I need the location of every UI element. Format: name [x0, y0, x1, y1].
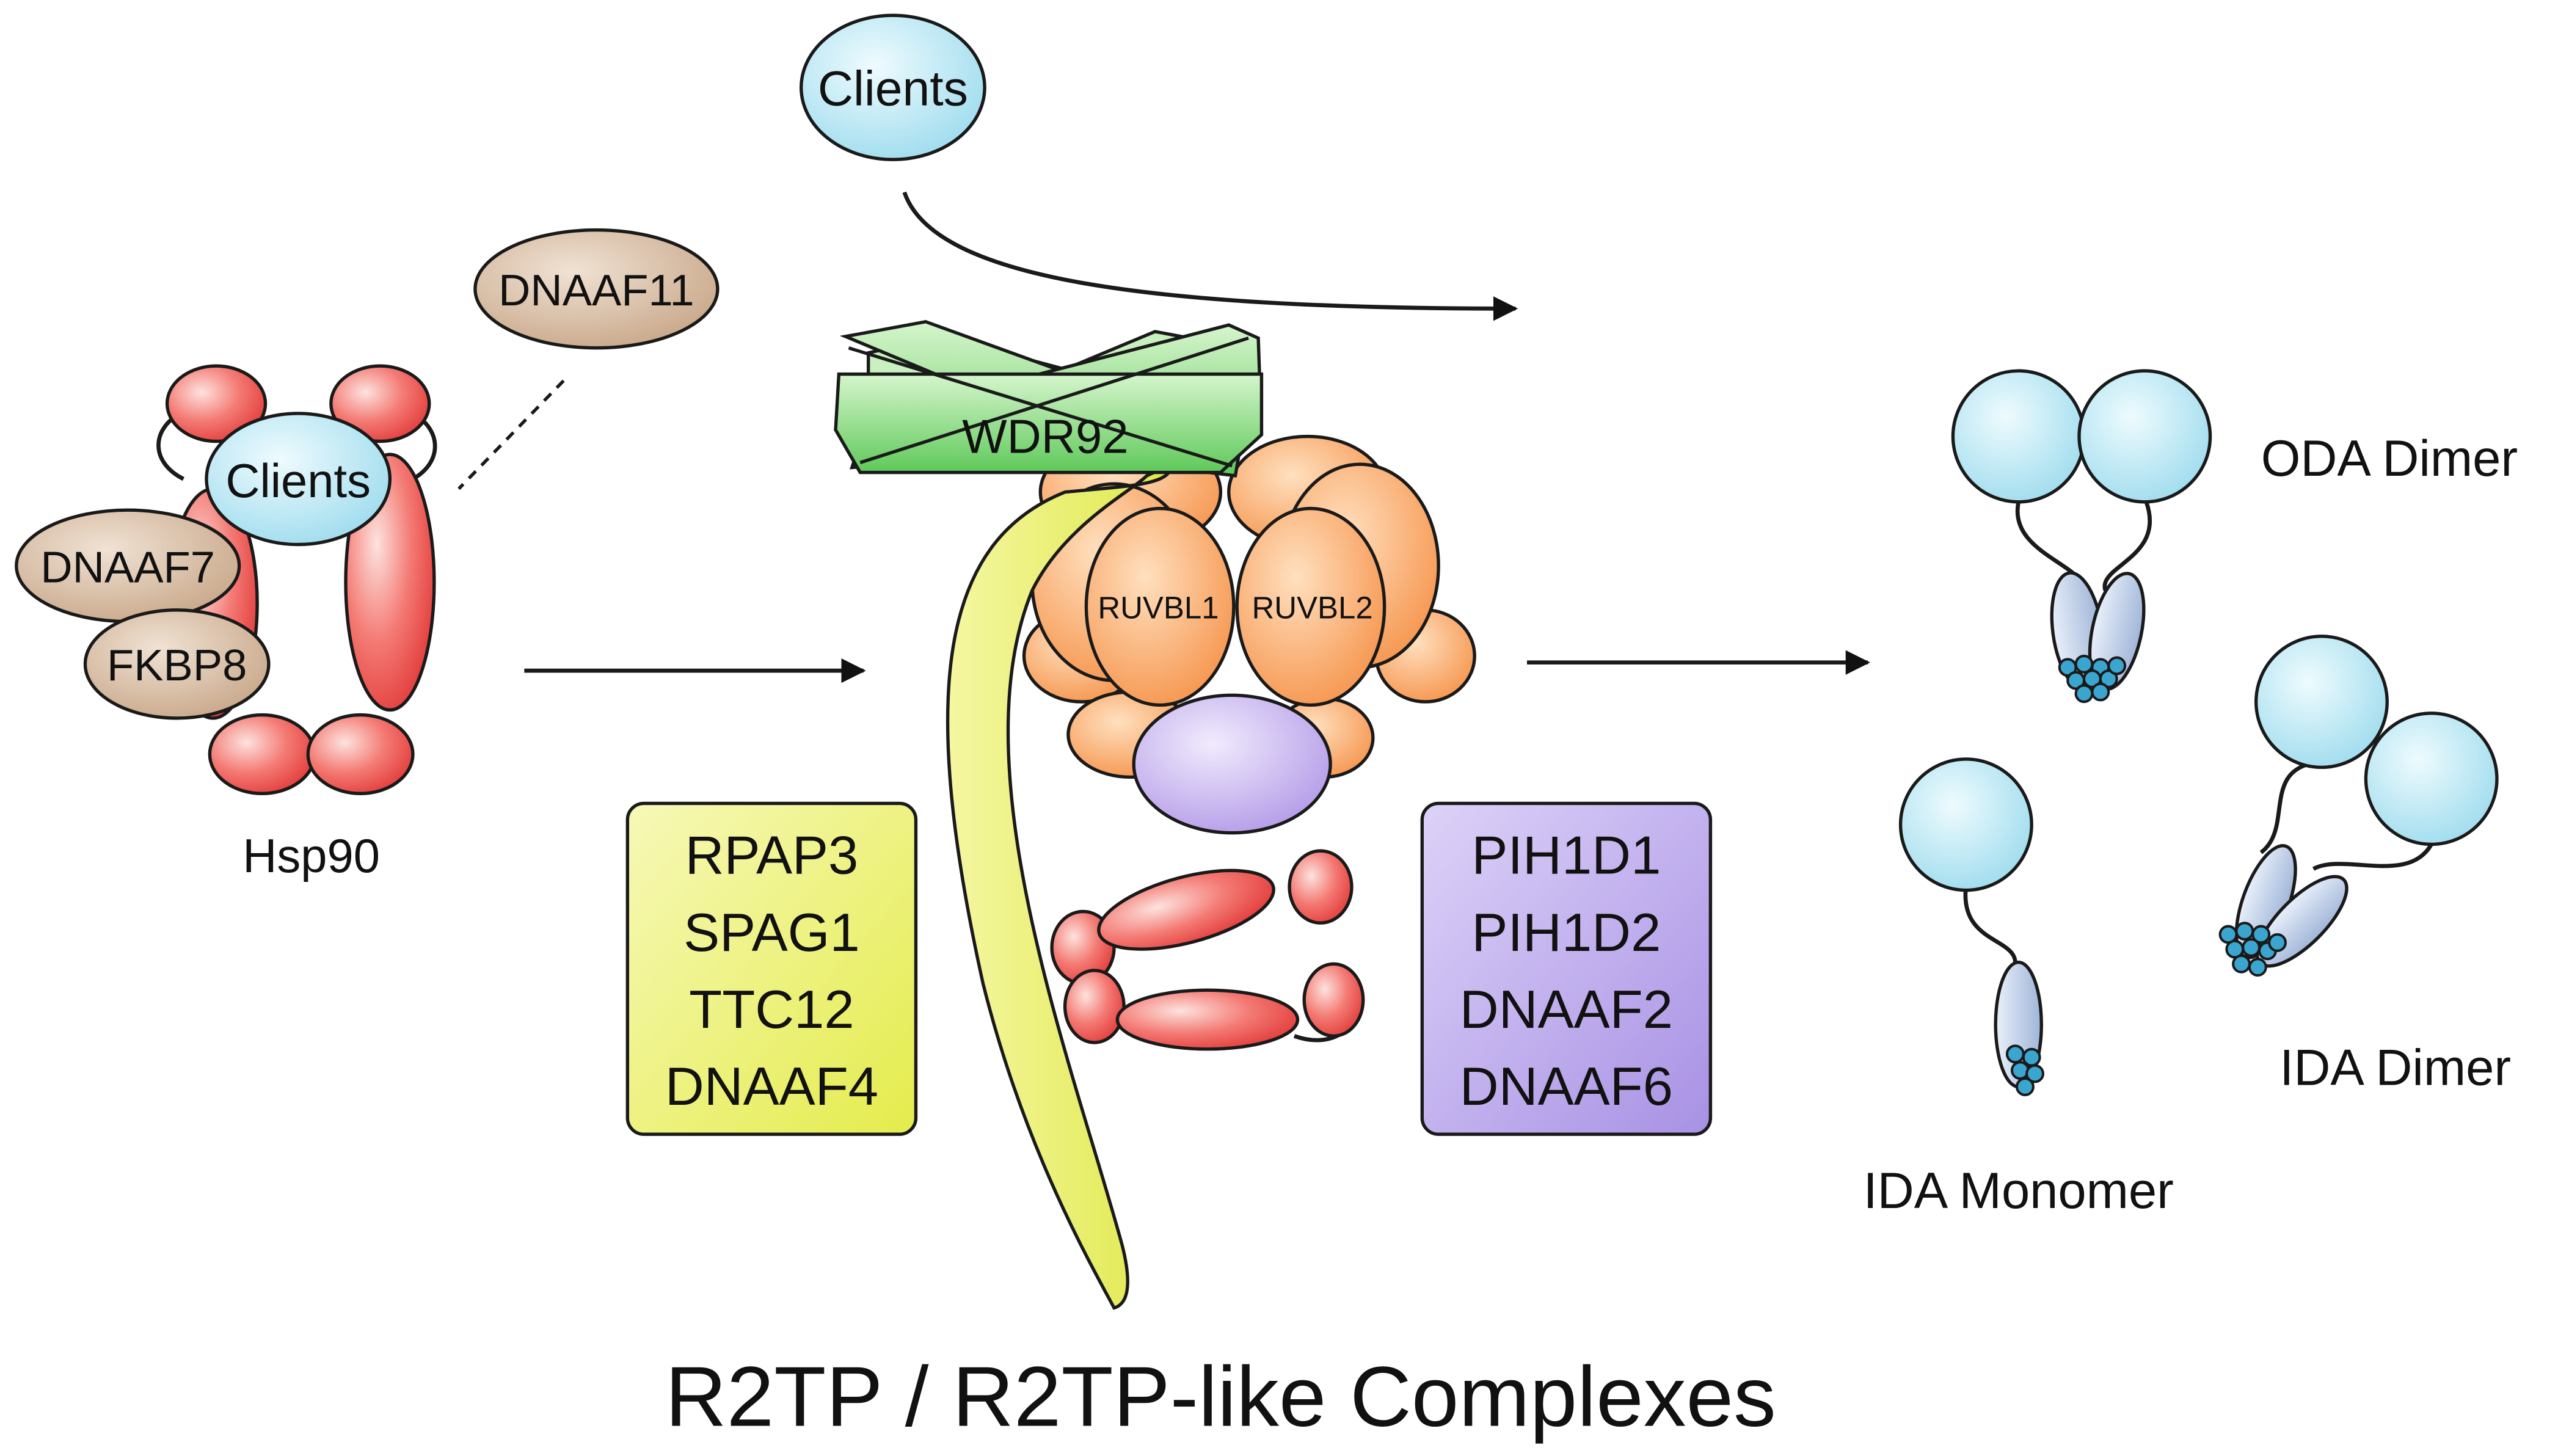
hsp90-c-domain-right	[306, 713, 415, 795]
pih-box-item-3: DNAAF2	[1460, 979, 1673, 1039]
hsp90-complex	[15, 228, 720, 795]
ruvbl2-label: RUVBL2	[1252, 590, 1372, 625]
ida-dimer-head-lower	[2364, 712, 2499, 846]
pih-box-item-4: DNAAF6	[1460, 1056, 1673, 1116]
ida-dimer	[2218, 635, 2499, 977]
ida-monomer-head	[1898, 757, 2033, 892]
hsp90-clients	[205, 412, 392, 547]
oda-dimer-label: ODA Dimer	[2261, 430, 2518, 487]
dnaaf7-label: DNAAF7	[40, 542, 215, 592]
hsp90-label: Hsp90	[242, 830, 380, 883]
pih1-domain	[1132, 693, 1332, 835]
r2tp-hsp90-m-bottom	[1115, 988, 1300, 1051]
oda-head-left	[1951, 369, 2086, 504]
dnaaf11-dashed-link	[457, 379, 565, 490]
ruvbl1-subunit	[1084, 506, 1236, 707]
r2tp-tpr-box	[625, 801, 918, 1136]
ida-monomer-light-chains	[2005, 1044, 2044, 1096]
top-clients-label: Clients	[818, 62, 968, 117]
oda-head-right	[2077, 369, 2212, 504]
pih-box-item-1: PIH1D1	[1471, 825, 1661, 886]
ida-monomer-label: IDA Monomer	[1864, 1162, 2174, 1219]
r2tp-hsp90-n-right	[1288, 849, 1354, 925]
fkbp8-cochaperone	[83, 608, 271, 720]
hsp90-c-domain-left	[208, 713, 316, 795]
r2tp-hsp90-m-top	[1097, 868, 1275, 951]
hsp90-n-domain-right	[329, 364, 431, 443]
fkbp8-label: FKBP8	[107, 641, 247, 690]
pih-box-item-2: PIH1D2	[1471, 902, 1661, 963]
ida-dimer-head-upper	[2254, 635, 2389, 770]
ida-dimer-light-chains	[2218, 922, 2287, 977]
tpr-box-item-3: TTC12	[689, 979, 854, 1039]
top-clients-bubble	[800, 13, 986, 161]
tpr-box-item-2: SPAG1	[683, 902, 860, 963]
ruvbl1-label: RUVBL1	[1098, 590, 1219, 625]
dnaaf11-cochaperone	[473, 228, 720, 350]
rpap3-stalk	[946, 461, 1173, 1310]
hsp90-clients-label: Clients	[225, 455, 371, 508]
hsp90-n-domain-left	[165, 364, 268, 443]
ida-monomer	[1898, 757, 2044, 1096]
oda-dimer	[1951, 369, 2212, 704]
oda-light-chains	[2058, 654, 2127, 704]
ruvbl2-subunit	[1235, 506, 1387, 707]
clients-arrow	[902, 191, 1518, 321]
dnaaf11-label: DNAAF11	[498, 266, 694, 315]
r2tp-hsp90-c-right	[1302, 962, 1365, 1038]
wdr92-label: WDR92	[962, 410, 1128, 463]
tpr-box-item-1: RPAP3	[685, 825, 859, 886]
r2tp-pih-box	[1420, 801, 1713, 1136]
tpr-box-item-4: DNAAF4	[665, 1056, 878, 1116]
diagram-title: R2TP / R2TP-like Complexes	[665, 1349, 1776, 1444]
r2tp-complex	[834, 319, 1476, 1310]
wdr92-front-band	[834, 372, 1264, 475]
r2tp-hsp90-c-left	[1063, 969, 1126, 1044]
ida-dimer-label: IDA Dimer	[2279, 1039, 2511, 1096]
